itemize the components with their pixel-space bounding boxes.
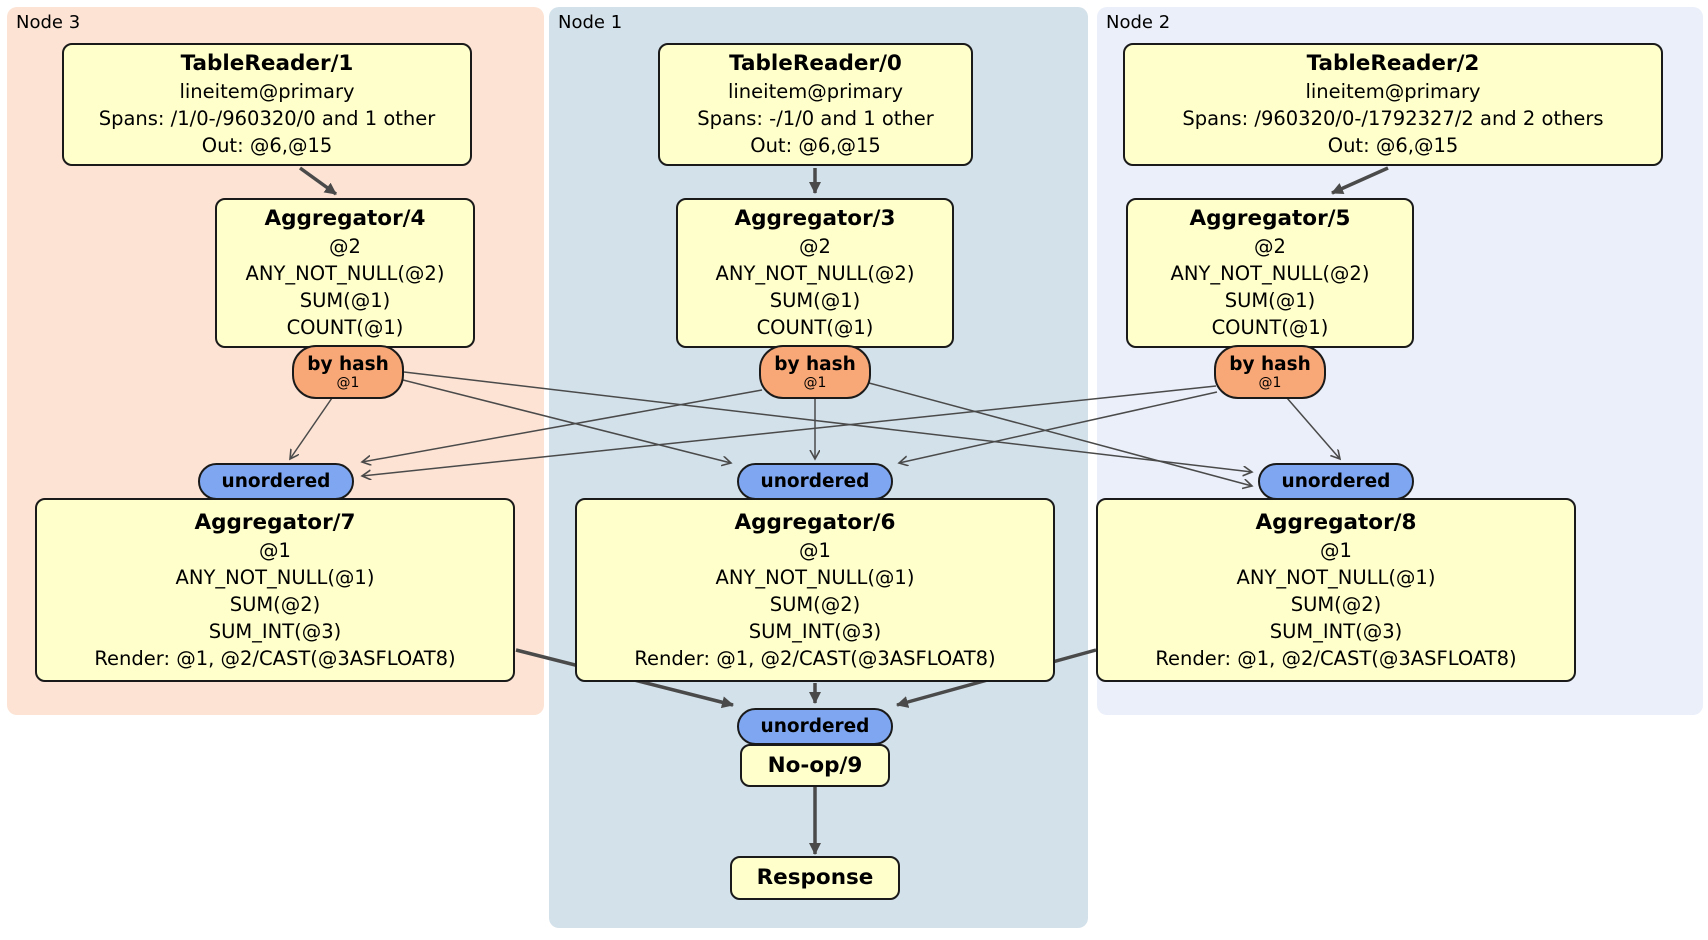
- processor-detail: SUM(@1): [1224, 289, 1316, 312]
- processor-detail: COUNT(@1): [286, 316, 404, 339]
- processor-detail: @1: [1320, 538, 1352, 562]
- processor-detail: lineitem@primary: [727, 80, 904, 103]
- processor-detail: SUM_INT(@3): [748, 619, 882, 643]
- processor-title: TableReader/0: [729, 51, 902, 76]
- processor-detail: SUM_INT(@3): [1269, 619, 1403, 643]
- processor-detail: SUM(@2): [769, 592, 861, 616]
- router-by-hash-3: by hash @1: [759, 345, 871, 399]
- stream-unordered-8: unordered: [1258, 463, 1414, 500]
- processor-detail: SUM(@2): [1290, 592, 1382, 616]
- processor-detail: ANY_NOT_NULL(@2): [715, 262, 915, 285]
- stream-unordered-6: unordered: [737, 463, 893, 500]
- processor-detail: Spans: -/1/0 and 1 other: [697, 107, 934, 130]
- processor-noop-9: No-op/9: [740, 744, 890, 787]
- processor-title: TableReader/2: [1306, 51, 1480, 76]
- processor-detail: SUM(@2): [229, 592, 321, 616]
- processor-detail: Spans: /1/0-/960320/0 and 1 other: [98, 107, 436, 130]
- processor-title: Aggregator/7: [194, 509, 356, 535]
- processor-response: Response: [730, 856, 900, 900]
- processor-detail: SUM(@1): [769, 289, 861, 312]
- region-label-node3: Node 3: [16, 12, 81, 33]
- processor-aggregator-8: Aggregator/8 @1 ANY_NOT_NULL(@1) SUM(@2)…: [1096, 498, 1576, 682]
- processor-detail: ANY_NOT_NULL(@2): [245, 262, 445, 285]
- stream-unordered-7: unordered: [198, 463, 354, 500]
- processor-detail: lineitem@primary: [179, 80, 355, 103]
- processor-title: Aggregator/3: [734, 206, 896, 231]
- processor-detail: COUNT(@1): [1211, 316, 1329, 339]
- processor-tablereader-1: TableReader/1 lineitem@primary Spans: /1…: [62, 43, 472, 166]
- processor-detail: ANY_NOT_NULL(@1): [715, 565, 915, 589]
- router-detail: @1: [803, 374, 827, 391]
- processor-title: Aggregator/4: [264, 206, 426, 231]
- processor-aggregator-5: Aggregator/5 @2 ANY_NOT_NULL(@2) SUM(@1)…: [1126, 198, 1414, 348]
- router-label: by hash: [1229, 353, 1311, 375]
- stream-label: unordered: [221, 471, 331, 492]
- processor-detail: ANY_NOT_NULL(@1): [175, 565, 375, 589]
- processor-detail: @2: [1254, 235, 1286, 258]
- processor-title: Response: [756, 865, 874, 890]
- region-label-node2: Node 2: [1106, 12, 1171, 33]
- processor-title: Aggregator/6: [734, 509, 896, 535]
- router-label: by hash: [774, 353, 856, 375]
- router-detail: @1: [1258, 374, 1282, 391]
- stream-label: unordered: [760, 471, 870, 492]
- processor-tablereader-2: TableReader/2 lineitem@primary Spans: /9…: [1123, 43, 1663, 166]
- router-detail: @1: [336, 374, 360, 391]
- processor-aggregator-3: Aggregator/3 @2 ANY_NOT_NULL(@2) SUM(@1)…: [676, 198, 954, 348]
- processor-aggregator-4: Aggregator/4 @2 ANY_NOT_NULL(@2) SUM(@1)…: [215, 198, 475, 348]
- processor-title: Aggregator/5: [1189, 206, 1351, 231]
- processor-detail: COUNT(@1): [756, 316, 874, 339]
- processor-detail: @2: [329, 235, 361, 258]
- processor-detail: Render: @1, @2/CAST(@3ASFLOAT8): [1155, 646, 1517, 670]
- processor-detail: ANY_NOT_NULL(@1): [1236, 565, 1436, 589]
- processor-detail: Render: @1, @2/CAST(@3ASFLOAT8): [94, 646, 456, 670]
- router-by-hash-5: by hash @1: [1214, 345, 1326, 399]
- router-by-hash-4: by hash @1: [292, 345, 404, 399]
- processor-aggregator-6: Aggregator/6 @1 ANY_NOT_NULL(@1) SUM(@2)…: [575, 498, 1055, 682]
- processor-detail: ANY_NOT_NULL(@2): [1170, 262, 1370, 285]
- processor-title: Aggregator/8: [1255, 509, 1417, 535]
- processor-detail: Render: @1, @2/CAST(@3ASFLOAT8): [634, 646, 996, 670]
- processor-detail: Out: @6,@15: [201, 134, 333, 157]
- processor-tablereader-0: TableReader/0 lineitem@primary Spans: -/…: [658, 43, 973, 166]
- processor-detail: Spans: /960320/0-/1792327/2 and 2 others: [1182, 107, 1604, 130]
- processor-detail: Out: @6,@15: [1327, 134, 1459, 157]
- processor-title: No-op/9: [767, 752, 863, 778]
- processor-title: TableReader/1: [180, 51, 354, 76]
- processor-detail: @2: [799, 235, 831, 258]
- processor-detail: SUM(@1): [299, 289, 391, 312]
- processor-aggregator-7: Aggregator/7 @1 ANY_NOT_NULL(@1) SUM(@2)…: [35, 498, 515, 682]
- processor-detail: @1: [259, 538, 291, 562]
- stream-unordered-9: unordered: [737, 708, 893, 745]
- processor-detail: Out: @6,@15: [750, 134, 881, 157]
- router-label: by hash: [307, 353, 389, 375]
- stream-label: unordered: [1281, 471, 1391, 492]
- stream-label: unordered: [760, 716, 870, 737]
- region-label-node1: Node 1: [558, 12, 623, 33]
- processor-detail: lineitem@primary: [1305, 80, 1481, 103]
- processor-detail: SUM_INT(@3): [208, 619, 342, 643]
- processor-detail: @1: [799, 538, 831, 562]
